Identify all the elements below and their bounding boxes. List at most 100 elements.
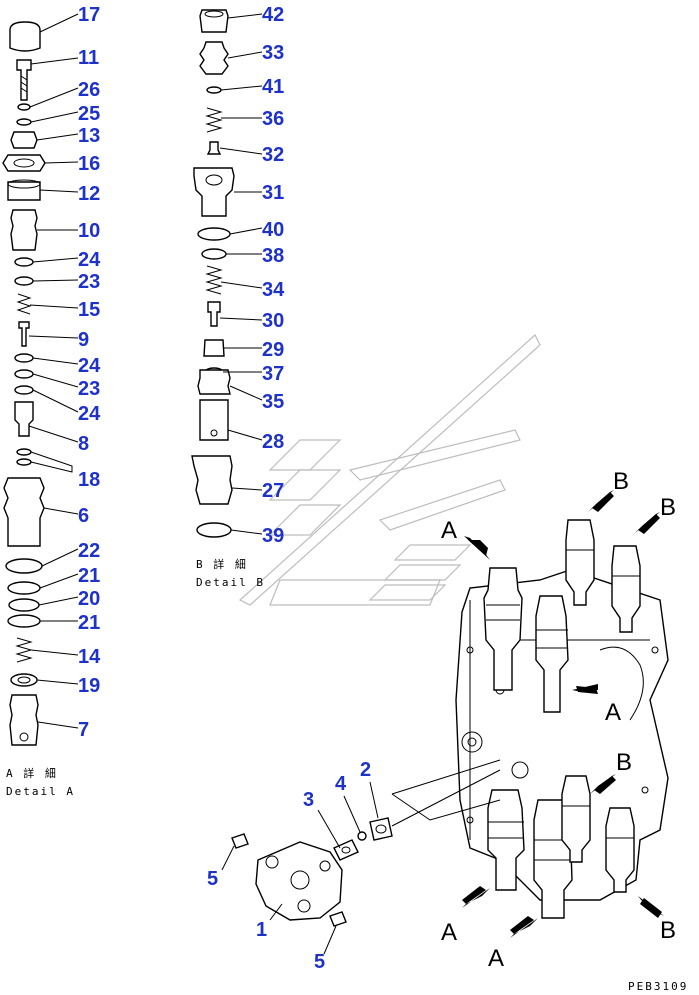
cartridge-b-4 (605, 807, 635, 893)
part-34-spring (205, 265, 223, 295)
callout-11: 11 (78, 47, 99, 69)
part-15-spring (16, 293, 32, 315)
part-36-spring (205, 107, 223, 133)
callout-3: 3 (303, 789, 314, 811)
part-40-oring (197, 227, 231, 241)
callout-33: 33 (262, 42, 284, 64)
part-8-valve (14, 401, 34, 437)
part-17-cap (9, 21, 41, 52)
part-20-ring (8, 598, 40, 612)
callout-40: 40 (262, 219, 284, 241)
detail-b-caption-jp: B 詳 細 (196, 557, 248, 571)
detail-a-caption-jp: A 詳 細 (6, 766, 58, 780)
part-2-plug (369, 817, 393, 841)
arrow-a-4 (510, 916, 534, 934)
callout-42: 42 (262, 4, 284, 26)
part-5-bolt-upper (231, 833, 249, 849)
callout-24-b: 24 (78, 355, 101, 377)
callout-6: 6 (78, 505, 89, 527)
detail-b-column (191, 9, 263, 538)
part-3-collar (333, 839, 359, 861)
arrow-a-3 (462, 886, 486, 904)
detail-b-callouts: 42 33 41 36 32 31 40 38 34 30 29 37 35 2… (196, 4, 285, 589)
arrow-b-3 (594, 776, 616, 794)
marker-b-3: B (616, 749, 632, 776)
part-35-spring-seat (197, 369, 231, 395)
callout-28: 28 (262, 431, 284, 453)
callout-25: 25 (78, 103, 100, 125)
part-4-ball (357, 831, 367, 841)
view-markers: A B A B A B A B A A (441, 468, 676, 972)
part-32-poppet (206, 141, 222, 155)
marker-a-3: A (605, 699, 621, 726)
assembly-callouts: 2 3 4 5 1 5 (207, 759, 371, 973)
part-13-nut (10, 131, 38, 149)
callout-14: 14 (78, 646, 101, 668)
part-18-shim-a (16, 448, 32, 456)
callout-23-b: 23 (78, 378, 100, 400)
detail-a-callouts: 17 11 26 25 13 16 12 10 24 23 15 9 24 23… (6, 4, 101, 798)
part-24-ring-b (14, 353, 34, 363)
cartridge-a-1 (483, 567, 523, 691)
callout-37: 37 (262, 363, 284, 385)
detail-b-caption-en: Detail B (196, 576, 265, 589)
callout-26: 26 (78, 79, 100, 101)
part-25-washer (16, 118, 32, 126)
part-28-piston (199, 399, 229, 441)
detail-a-column (2, 13, 79, 746)
callout-1: 1 (256, 919, 267, 941)
callout-24-c: 24 (78, 403, 101, 425)
part-33-adjuster (199, 41, 229, 75)
marker-a-1: A (441, 517, 457, 544)
callout-27: 27 (262, 480, 284, 502)
part-12-locknut (7, 181, 41, 201)
callout-8: 8 (78, 433, 89, 455)
cartridge-a-3 (487, 789, 525, 891)
callout-38: 38 (262, 245, 284, 267)
callout-41: 41 (262, 76, 284, 98)
callout-16: 16 (78, 153, 100, 175)
callout-22: 22 (78, 540, 100, 562)
part-11-bolt (16, 59, 32, 101)
part-23-ring-b (14, 369, 34, 379)
part-21-ring-a (7, 581, 41, 595)
part-26-ring (17, 103, 31, 111)
callout-32: 32 (262, 144, 284, 166)
part-22-oring (5, 558, 43, 574)
arrow-b-1 (592, 492, 614, 512)
part-30-pin (207, 301, 221, 327)
part-9-pin (18, 321, 30, 347)
part-18-shim-b (16, 458, 32, 466)
marker-b-4: B (660, 917, 676, 944)
callout-35: 35 (262, 391, 284, 413)
part-39-oring (196, 522, 232, 538)
callout-30: 30 (262, 310, 284, 332)
part-23-ring-a (14, 276, 34, 286)
cartridge-b-1 (565, 519, 595, 606)
callout-5-lower: 5 (314, 951, 325, 973)
part-19-washer (10, 673, 38, 687)
part-31-housing (193, 167, 235, 217)
callout-4: 4 (335, 773, 347, 795)
part-38-ring (201, 248, 227, 260)
callout-23-a: 23 (78, 271, 100, 293)
callout-31: 31 (262, 182, 284, 204)
cartridge-a-2 (535, 595, 569, 713)
callout-9: 9 (78, 329, 89, 351)
arrow-b-2 (638, 514, 660, 534)
callout-7: 7 (78, 719, 89, 741)
callout-18: 18 (78, 469, 100, 491)
watermark (238, 334, 541, 606)
marker-a-4: A (441, 919, 457, 946)
callout-36: 36 (262, 108, 284, 130)
callout-17: 17 (78, 4, 100, 26)
part-29-seat (203, 339, 225, 357)
callout-2: 2 (360, 759, 371, 781)
callout-20: 20 (78, 588, 100, 610)
cartridge-b-2 (611, 545, 641, 633)
marker-b-1: B (613, 468, 629, 495)
callout-24-a: 24 (78, 249, 101, 271)
callout-19: 19 (78, 675, 100, 697)
part-6-body (3, 477, 45, 547)
callout-10: 10 (78, 220, 100, 242)
